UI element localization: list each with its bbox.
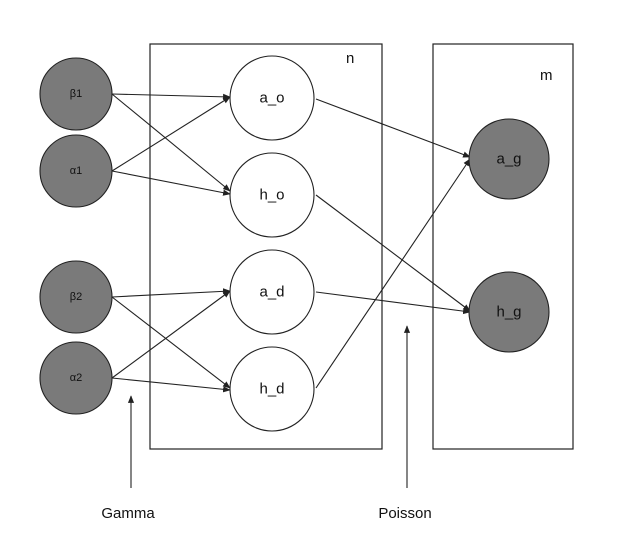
edge-alpha1-a_o (111, 96, 231, 172)
node-alpha1-label: α1 (70, 165, 82, 177)
node-beta2-label: β2 (70, 291, 82, 303)
node-h_d-label: h_d (259, 381, 284, 398)
node-alpha1: α1 (39, 134, 113, 208)
node-h_g: h_g (468, 271, 550, 353)
node-h_o: h_o (229, 152, 315, 238)
edge-h_o-h_g (315, 194, 471, 312)
node-a_o-label: a_o (259, 90, 284, 107)
plate-m (432, 43, 574, 450)
node-h_o-label: h_o (259, 187, 284, 204)
node-alpha2-label: α2 (70, 372, 82, 384)
node-beta1-label: β1 (70, 88, 82, 100)
caption-poisson: Poisson (378, 505, 431, 522)
edge-a_o-a_g (315, 98, 471, 158)
edge-beta2-a_d (111, 288, 231, 298)
node-a_g: a_g (468, 118, 550, 200)
node-alpha2: α2 (39, 341, 113, 415)
node-beta2: β2 (39, 260, 113, 334)
caption-gamma: Gamma (101, 505, 155, 522)
node-a_g-label: a_g (496, 151, 521, 168)
edge-alpha1-h_o (111, 170, 231, 196)
plate-n (149, 43, 383, 450)
node-h_d: h_d (229, 346, 315, 432)
node-h_g-label: h_g (496, 304, 521, 321)
node-beta1: β1 (39, 57, 113, 131)
edge-beta1-a_o (111, 93, 231, 100)
edge-alpha2-h_d (111, 377, 231, 393)
node-a_o: a_o (229, 55, 315, 141)
edge-a_d-h_g (315, 291, 471, 315)
plate-m-label: m (540, 67, 553, 84)
edge-h_d-a_g (315, 158, 471, 389)
edge-beta1-h_o (111, 93, 231, 192)
node-a_d-label: a_d (259, 284, 284, 301)
edge-beta2-h_d (111, 296, 231, 389)
node-a_d: a_d (229, 249, 315, 335)
plate-n-label: n (346, 50, 354, 67)
edge-alpha2-a_d (111, 290, 231, 379)
